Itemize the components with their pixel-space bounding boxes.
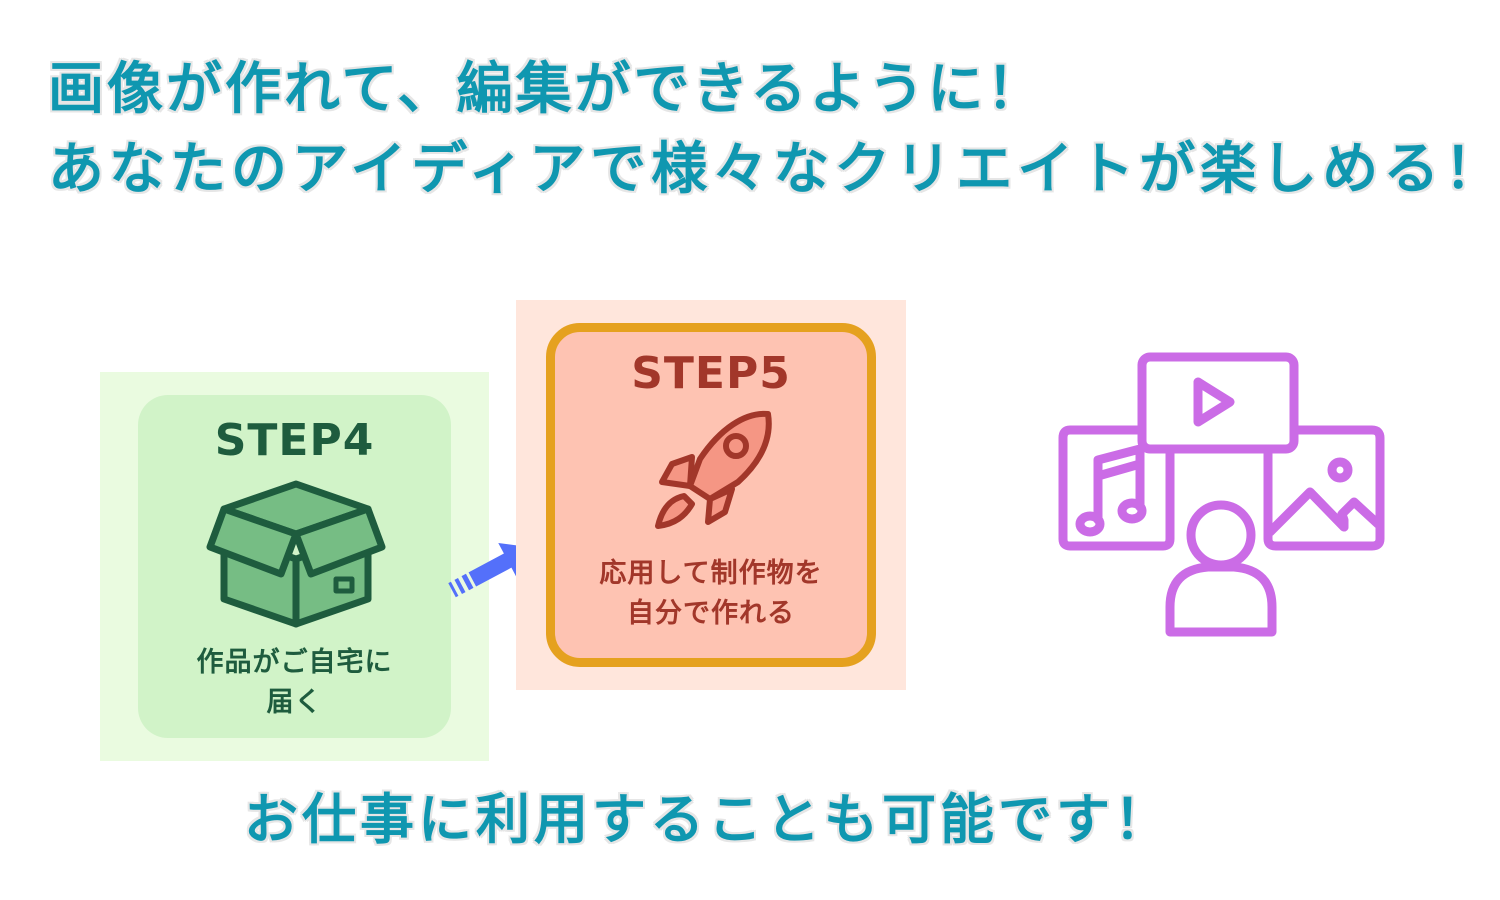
box-icon	[206, 480, 386, 628]
step4-description: 作品がご自宅に 届く	[138, 643, 451, 723]
step5-description-line2: 自分で作れる	[627, 598, 795, 629]
music-panel-icon	[1058, 425, 1175, 551]
media-creator-icon	[1058, 352, 1385, 637]
image-panel-icon	[1263, 425, 1385, 551]
footer-message: お仕事に利用することも可能です！	[244, 788, 1172, 851]
rocket-icon	[655, 410, 772, 529]
headline-line-2: あなたのアイディアで様々なクリエイトが楽しめる！	[48, 137, 1500, 202]
step5-title: STEP5	[631, 348, 791, 399]
step5-card: STEP5 応用して制作物を 自分で作れる	[546, 323, 876, 667]
step5-description-line1: 応用して制作物を	[599, 558, 823, 589]
headline-line-1: 画像が作れて、編集ができるように！	[48, 57, 1046, 122]
step4-card: STEP4 作品がご自宅に 届く	[138, 395, 451, 738]
person-icon	[1165, 500, 1277, 637]
music-note-icon	[1075, 444, 1147, 537]
image-landscape-icon	[1265, 457, 1383, 537]
step4-description-line1: 作品がご自宅に	[196, 647, 393, 678]
video-play-icon	[1193, 377, 1235, 427]
step4-description-line2: 届く	[266, 687, 323, 718]
video-screen-icon	[1137, 352, 1299, 454]
step4-title: STEP4	[214, 415, 375, 466]
step5-description: 応用して制作物を 自分で作れる	[555, 554, 867, 634]
